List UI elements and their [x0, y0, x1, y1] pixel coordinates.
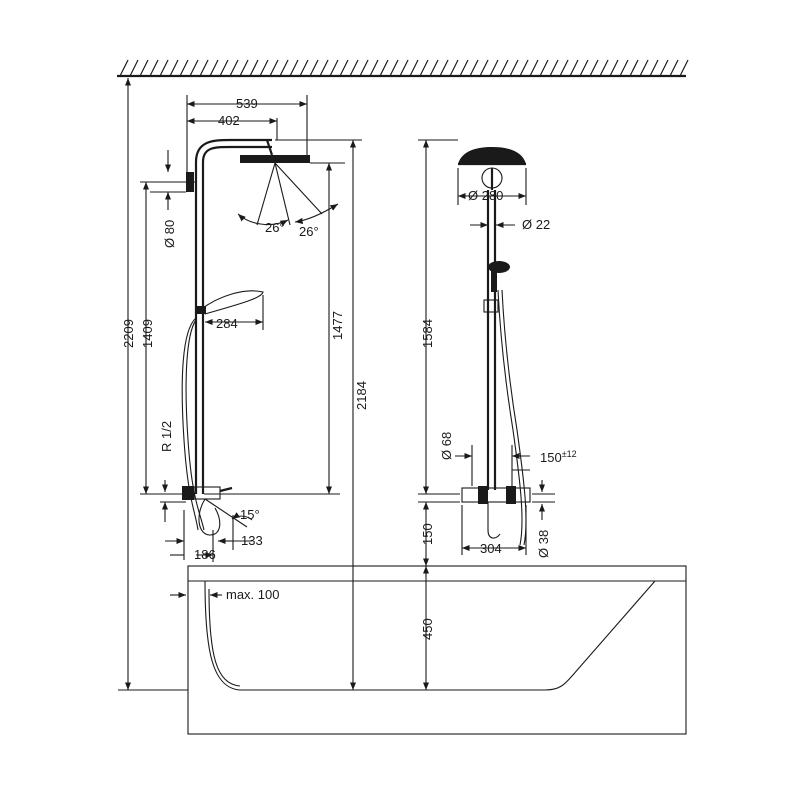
ceiling-hatch: [399, 59, 409, 77]
dim-80: Ø 80: [162, 220, 177, 248]
dim-2184: 2184: [354, 381, 369, 410]
ceiling-hatch: [479, 59, 489, 77]
dim-280: Ø 280: [468, 188, 503, 203]
side-view: [118, 78, 362, 691]
ceiling-hatch: [419, 59, 429, 77]
ceiling-hatch: [649, 59, 659, 77]
dim-450: 450: [420, 618, 435, 640]
ceiling-hatch: [359, 59, 369, 77]
ceiling-hatch: [669, 59, 679, 77]
ceiling-hatch: [589, 59, 599, 77]
front-view: [418, 139, 555, 690]
bathtub: [187, 565, 687, 735]
ceiling-hatch: [209, 59, 219, 77]
ceiling-hatch: [429, 59, 439, 77]
ceiling-hatch: [679, 59, 689, 77]
ceiling-hatch: [539, 59, 549, 77]
dimension-labels: 539 402 Ø 80 26° 26° 284 1477 2184 2209 …: [121, 96, 577, 640]
ceiling-hatch: [349, 59, 359, 77]
ceiling-hatch: [169, 59, 179, 77]
dim-284: 284: [216, 316, 238, 331]
dim-150-tolerance-sup: ±12: [562, 449, 577, 459]
ceiling-hatch: [659, 59, 669, 77]
ceiling-hatch: [199, 59, 209, 77]
ceiling-hatch: [319, 59, 329, 77]
ceiling-hatch: [439, 59, 449, 77]
ceiling-hatch: [639, 59, 649, 77]
ceiling-hatch: [179, 59, 189, 77]
ceiling-hatch: [459, 59, 469, 77]
ceiling-hatch: [469, 59, 479, 77]
ceiling-hatch: [239, 59, 249, 77]
dim-r-half: R 1/2: [159, 421, 174, 452]
ceiling-hatch: [229, 59, 239, 77]
dim-150: 150: [420, 523, 435, 545]
ceiling-hatch: [279, 59, 289, 77]
ceiling-hatch: [219, 59, 229, 77]
ceiling-hatch: [129, 59, 139, 77]
ceiling-hatch: [119, 59, 129, 77]
dim-26-right: 26°: [299, 224, 319, 239]
ceiling-hatch: [629, 59, 639, 77]
dim-133: 133: [241, 533, 263, 548]
dim-22: Ø 22: [522, 217, 550, 232]
dim-2209: 2209: [121, 319, 136, 348]
ceiling-hatch: [559, 59, 569, 77]
ceiling-hatch: [489, 59, 499, 77]
ceiling-hatch: [139, 59, 149, 77]
ceiling-hatch: [389, 59, 399, 77]
ceiling-hatch: [159, 59, 169, 77]
ceiling-hatch: [339, 59, 349, 77]
dim-150-tolerance: 150±12: [540, 449, 577, 465]
ceiling-hatch: [409, 59, 419, 77]
ceiling-hatch: [599, 59, 609, 77]
ceiling-hatch: [369, 59, 379, 77]
dim-1584: 1584: [420, 319, 435, 348]
ceiling-hatch: [259, 59, 269, 77]
ceiling-hatch: [269, 59, 279, 77]
dim-304: 304: [480, 541, 502, 556]
ceiling-hatch: [379, 59, 389, 77]
dim-26-left: 26°: [265, 220, 285, 235]
ceiling-hatch: [519, 59, 529, 77]
ceiling-hatch: [529, 59, 539, 77]
ceiling-hatch: [299, 59, 309, 77]
ceiling-hatch: [569, 59, 579, 77]
dim-1477: 1477: [330, 311, 345, 340]
dim-68: Ø 68: [439, 432, 454, 460]
ceiling-hatch: [619, 59, 629, 77]
dim-38: Ø 38: [536, 530, 551, 558]
dim-186: 186: [194, 547, 216, 562]
ceiling-hatch: [549, 59, 559, 77]
ceiling-hatch: [149, 59, 159, 77]
ceiling-hatch: [329, 59, 339, 77]
dim-1409: 1409: [140, 319, 155, 348]
dim-539: 539: [236, 96, 258, 111]
ceiling-hatch: [289, 59, 299, 77]
ceiling: [117, 59, 689, 78]
dim-15-deg: 15°: [240, 507, 260, 522]
ceiling-hatch: [579, 59, 589, 77]
dim-402: 402: [218, 113, 240, 128]
ceiling-hatch: [499, 59, 509, 77]
ceiling-hatch: [609, 59, 619, 77]
ceiling-hatch: [309, 59, 319, 77]
dim-max-100: max. 100: [226, 587, 279, 602]
ceiling-hatch: [189, 59, 199, 77]
ceiling-hatch: [509, 59, 519, 77]
ceiling-hatch: [449, 59, 459, 77]
ceiling-hatch: [249, 59, 259, 77]
